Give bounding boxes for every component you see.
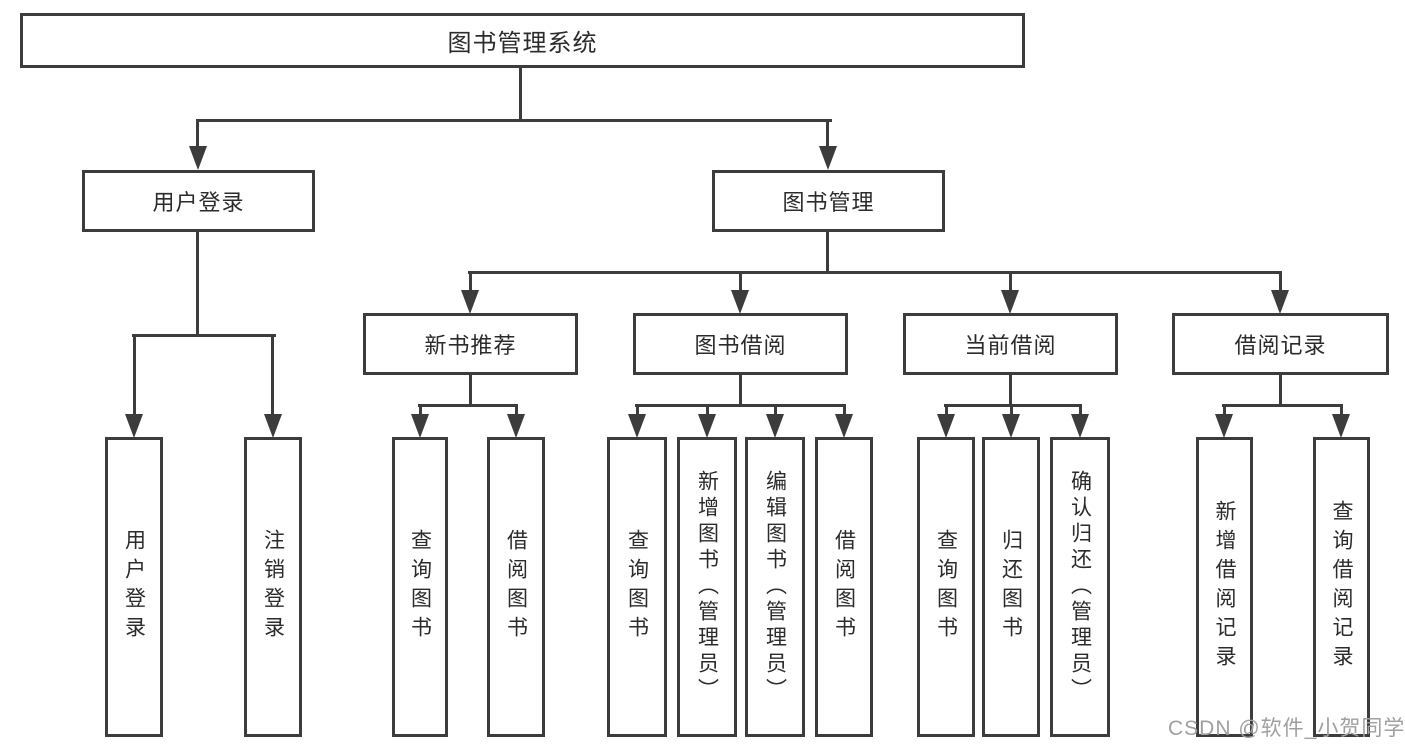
node-current-borrowing-label: 当前借阅 — [964, 333, 1057, 358]
leaf-newbook-query-books-label: 查询图书 — [408, 529, 432, 645]
connector-stub-br-query — [1340, 404, 1343, 417]
connector-nb-trunk — [469, 373, 472, 406]
leaf-borrowing-borrow-books-label: 借阅图书 — [832, 529, 856, 645]
node-new-book-recommend: 新书推荐 — [363, 313, 578, 375]
leaf-logout-label: 注销登录 — [261, 529, 285, 645]
node-user-login: 用户登录 — [82, 170, 315, 232]
leaf-newbook-borrow-books: 借阅图书 — [487, 437, 545, 737]
connector-br-horizontal — [1222, 404, 1343, 407]
arrow-to-leaf-logout — [264, 414, 282, 438]
arrow-to-leaf-user-login — [125, 414, 143, 438]
connector-stub-book-management — [826, 119, 829, 150]
node-new-book-recommend-label: 新书推荐 — [424, 333, 517, 358]
arrow-to-nb-borrow — [507, 414, 525, 438]
node-root-label: 图书管理系统 — [447, 30, 598, 57]
node-book-management-label: 图书管理 — [782, 190, 875, 215]
connector-stub-br-add — [1223, 404, 1226, 417]
connector-stub-current-borrowing — [1009, 271, 1012, 293]
arrow-to-cb-confirm — [1071, 414, 1089, 438]
leaf-current-confirm-return: 确认归还（管理员） — [1050, 437, 1110, 737]
connector-stub-cb-query — [945, 404, 948, 417]
watermark: CSDN @软件_小贺同学 — [1168, 717, 1405, 740]
leaf-records-query-record-label: 查询借阅记录 — [1330, 500, 1353, 674]
arrow-to-book-management — [819, 146, 837, 170]
leaf-borrowing-edit-books: 编辑图书（管理员） — [745, 437, 805, 737]
connector-stub-nb-borrow — [515, 404, 518, 417]
connector-stub-bb-borrow — [843, 404, 846, 417]
connector-stub-nb-query — [419, 404, 422, 417]
connector-userlogin-horizontal — [132, 334, 276, 337]
leaf-records-query-record: 查询借阅记录 — [1313, 437, 1370, 737]
leaf-borrowing-borrow-books: 借阅图书 — [815, 437, 873, 737]
arrow-to-current-borrowing — [1001, 290, 1019, 314]
connector-userlogin-trunk — [196, 230, 199, 336]
leaf-current-confirm-return-label: 确认归还（管理员） — [1068, 470, 1092, 704]
leaf-borrowing-query-books: 查询图书 — [607, 437, 667, 737]
node-book-management: 图书管理 — [712, 170, 945, 232]
leaf-borrowing-add-books: 新增图书（管理员） — [677, 437, 737, 737]
connector-stub-user-login — [196, 119, 199, 150]
node-current-borrowing: 当前借阅 — [903, 313, 1118, 375]
leaf-records-add-record-label: 新增借阅记录 — [1213, 500, 1236, 674]
arrow-to-br-add — [1215, 414, 1233, 438]
leaf-borrowing-add-books-label: 新增图书（管理员） — [695, 470, 719, 704]
leaf-current-query-books-label: 查询图书 — [934, 529, 958, 645]
node-book-borrowing-label: 图书借阅 — [694, 333, 787, 358]
arrow-to-cb-query — [937, 414, 955, 438]
leaf-logout: 注销登录 — [244, 437, 302, 737]
node-root: 图书管理系统 — [20, 13, 1025, 68]
arrow-to-borrowing-records — [1271, 290, 1289, 314]
arrow-to-bb-edit — [766, 414, 784, 438]
connector-cb-trunk — [1009, 373, 1012, 406]
connector-stub-cb-return — [1010, 404, 1013, 417]
connector-stub-new-book-recommend — [469, 271, 472, 293]
connector-level2-horizontal — [196, 119, 832, 122]
leaf-current-query-books: 查询图书 — [917, 437, 975, 737]
connector-br-trunk — [1279, 373, 1282, 406]
leaf-newbook-query-books: 查询图书 — [392, 437, 448, 737]
connector-level3-horizontal — [468, 271, 1282, 274]
connector-root-trunk — [519, 66, 522, 122]
leaf-current-return-books-label: 归还图书 — [999, 529, 1023, 645]
arrow-to-new-book-recommend — [461, 290, 479, 314]
connector-stub-book-borrowing — [739, 271, 742, 293]
arrow-to-br-query — [1332, 414, 1350, 438]
arrow-to-cb-return — [1002, 414, 1020, 438]
node-book-borrowing: 图书借阅 — [633, 313, 848, 375]
connector-bookmgmt-trunk — [826, 230, 829, 274]
leaf-user-login: 用户登录 — [105, 437, 163, 737]
node-borrowing-records-label: 借阅记录 — [1234, 333, 1327, 358]
arrow-to-book-borrowing — [731, 290, 749, 314]
connector-bb-trunk — [739, 373, 742, 406]
connector-bb-horizontal — [635, 404, 846, 407]
arrow-to-bb-query — [628, 414, 646, 438]
arrow-to-bb-add — [698, 414, 716, 438]
node-user-login-label: 用户登录 — [152, 190, 245, 215]
leaf-user-login-label: 用户登录 — [122, 529, 146, 645]
connector-stub-bb-edit — [774, 404, 777, 417]
leaf-current-return-books: 归还图书 — [982, 437, 1040, 737]
arrow-to-user-login — [189, 146, 207, 170]
node-borrowing-records: 借阅记录 — [1172, 313, 1389, 375]
leaf-records-add-record: 新增借阅记录 — [1196, 437, 1253, 737]
connector-stub-bb-add — [706, 404, 709, 417]
connector-nb-horizontal — [418, 404, 518, 407]
connector-stub-leaf-logout — [271, 334, 274, 416]
connector-stub-cb-confirm — [1079, 404, 1082, 417]
leaf-borrowing-edit-books-label: 编辑图书（管理员） — [763, 470, 787, 704]
leaf-borrowing-query-books-label: 查询图书 — [625, 529, 649, 645]
connector-stub-borrowing-records — [1279, 271, 1282, 293]
leaf-newbook-borrow-books-label: 借阅图书 — [504, 529, 528, 645]
connector-stub-leaf-user-login — [133, 334, 136, 416]
arrow-to-bb-borrow — [835, 414, 853, 438]
connector-stub-bb-query — [636, 404, 639, 417]
arrow-to-nb-query — [411, 414, 429, 438]
connector-cb-horizontal — [944, 404, 1082, 407]
